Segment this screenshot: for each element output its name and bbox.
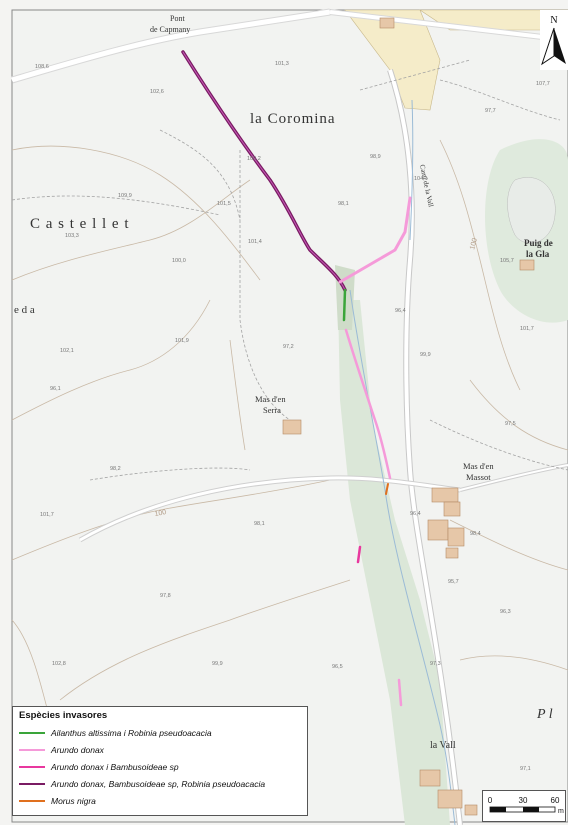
legend-label: Arundo donax: [51, 744, 104, 755]
scale-label-30: 30: [519, 796, 528, 805]
legend-title: Espècies invasores: [19, 710, 108, 721]
label-mas-serra-1: Mas d'en: [255, 394, 286, 404]
scale-label-60: 60: [551, 796, 560, 805]
legend: Espècies invasores Ailanthus altissima i…: [12, 706, 308, 816]
svg-text:98,1: 98,1: [338, 201, 349, 207]
label-castellet: C a s t e l l e t: [30, 216, 130, 232]
svg-text:102,8: 102,8: [52, 661, 66, 667]
label-eda: e d a: [14, 304, 35, 316]
svg-text:100: 100: [154, 509, 167, 518]
svg-text:109,9: 109,9: [118, 193, 132, 199]
svg-text:101,7: 101,7: [520, 326, 534, 332]
legend-label: Ailanthus altissima i Robinia pseudoacac…: [51, 727, 212, 738]
svg-text:101,5: 101,5: [217, 201, 231, 207]
svg-text:102,6: 102,6: [150, 89, 164, 95]
legend-label: Morus nigra: [51, 795, 96, 806]
svg-text:97,5: 97,5: [505, 421, 516, 427]
legend-label: Arundo donax i Bambusoideae sp: [51, 761, 179, 772]
label-puig-1: Puig de: [524, 238, 553, 248]
scale-bar-segment: [490, 807, 506, 812]
place-labels: Pont de Capmany la Coromina C a s t e l …: [14, 14, 553, 751]
contour-labels: 100 100: [154, 237, 479, 518]
north-arrow: N: [540, 10, 568, 70]
svg-text:97,1: 97,1: [520, 766, 531, 772]
line-arundo-donax-branch: [338, 196, 412, 284]
svg-text:97,8: 97,8: [160, 593, 171, 599]
label-la-vall: la Vall: [430, 740, 456, 751]
svg-text:108,6: 108,6: [35, 64, 49, 70]
svg-text:95,7: 95,7: [448, 579, 459, 585]
svg-text:96,4: 96,4: [395, 308, 406, 314]
legend-swatch: [19, 748, 45, 751]
roads: [11, 8, 568, 825]
legend-item: Arundo donax i Bambusoideae sp: [19, 758, 301, 775]
scale-label-0: 0: [488, 796, 493, 805]
scale-bar-segment: [523, 807, 539, 812]
scale-unit: m: [558, 808, 564, 815]
map-frame: [11, 9, 568, 823]
svg-text:101,9: 101,9: [175, 338, 189, 344]
svg-text:96,5: 96,5: [332, 664, 343, 670]
label-mas-massot-1: Mas d'en: [463, 461, 494, 471]
legend-item: Morus nigra: [19, 792, 301, 809]
invasive-species-lines: [181, 50, 412, 707]
svg-text:100: 100: [469, 237, 479, 250]
label-la-coromina: la Coromina: [250, 111, 336, 127]
svg-text:97,2: 97,2: [283, 344, 294, 350]
hill-summit: [507, 177, 556, 244]
line-morus-nigra: [385, 483, 389, 495]
svg-text:104,1: 104,1: [414, 176, 428, 182]
label-puig-2: la Gla: [526, 249, 550, 259]
riparian-vegetation: [338, 300, 450, 825]
svg-text:107,7: 107,7: [536, 81, 550, 87]
north-letter: N: [550, 15, 557, 26]
svg-text:96,3: 96,3: [500, 609, 511, 615]
legend-swatch: [19, 799, 45, 802]
label-mas-serra-2: Serra: [263, 405, 281, 415]
svg-text:98,9: 98,9: [370, 154, 381, 160]
line-arundo-bambusoideae-1: [356, 545, 362, 564]
svg-text:99,9: 99,9: [420, 352, 431, 358]
svg-text:96,4: 96,4: [410, 511, 421, 517]
tracks: [11, 59, 568, 481]
label-capmany: de Capmany: [150, 25, 190, 34]
river: [349, 99, 456, 825]
svg-text:101,3: 101,3: [275, 61, 289, 67]
north-arrow-icon: N: [541, 15, 566, 66]
buildings: [282, 17, 535, 816]
svg-text:102,1: 102,1: [60, 348, 74, 354]
svg-text:99,9: 99,9: [212, 661, 223, 667]
label-mas-massot-2: Massot: [466, 472, 491, 482]
legend-swatch: [19, 782, 45, 785]
svg-text:97,3: 97,3: [430, 661, 441, 667]
svg-text:105,7: 105,7: [500, 258, 514, 264]
svg-text:96,1: 96,1: [50, 386, 61, 392]
svg-text:100,2: 100,2: [247, 156, 261, 162]
svg-text:103,3: 103,3: [65, 233, 79, 239]
line-ailanthus-robinia: [342, 288, 347, 322]
line-arundo-donax-2: [397, 678, 403, 707]
legend-item: Arundo donax: [19, 741, 301, 758]
svg-text:98,2: 98,2: [110, 466, 121, 472]
line-arundo-bambusoideae-robinia-core: [182, 51, 346, 291]
elevation-labels: 108,6 101,3 102,6 100,2 98,9 97,7 107,7 …: [35, 61, 550, 772]
svg-text:98,1: 98,1: [254, 521, 265, 527]
svg-text:101,7: 101,7: [40, 512, 54, 518]
legend-item: Arundo donax, Bambusoideae sp, Robinia p…: [19, 775, 301, 792]
svg-text:98,4: 98,4: [470, 531, 481, 537]
svg-text:97,7: 97,7: [485, 108, 496, 114]
svg-text:101,4: 101,4: [248, 239, 262, 245]
legend-item: Ailanthus altissima i Robinia pseudoacac…: [19, 724, 301, 741]
line-arundo-donax: [344, 328, 392, 480]
svg-text:100,0: 100,0: [172, 258, 186, 264]
label-pl: P l: [536, 707, 553, 722]
label-pont: Pont: [170, 14, 185, 23]
scale-bar: 0 30 60 m: [482, 790, 566, 822]
legend-label: Arundo donax, Bambusoideae sp, Robinia p…: [51, 778, 266, 789]
legend-swatch: [19, 765, 45, 768]
legend-swatch: [19, 731, 45, 734]
